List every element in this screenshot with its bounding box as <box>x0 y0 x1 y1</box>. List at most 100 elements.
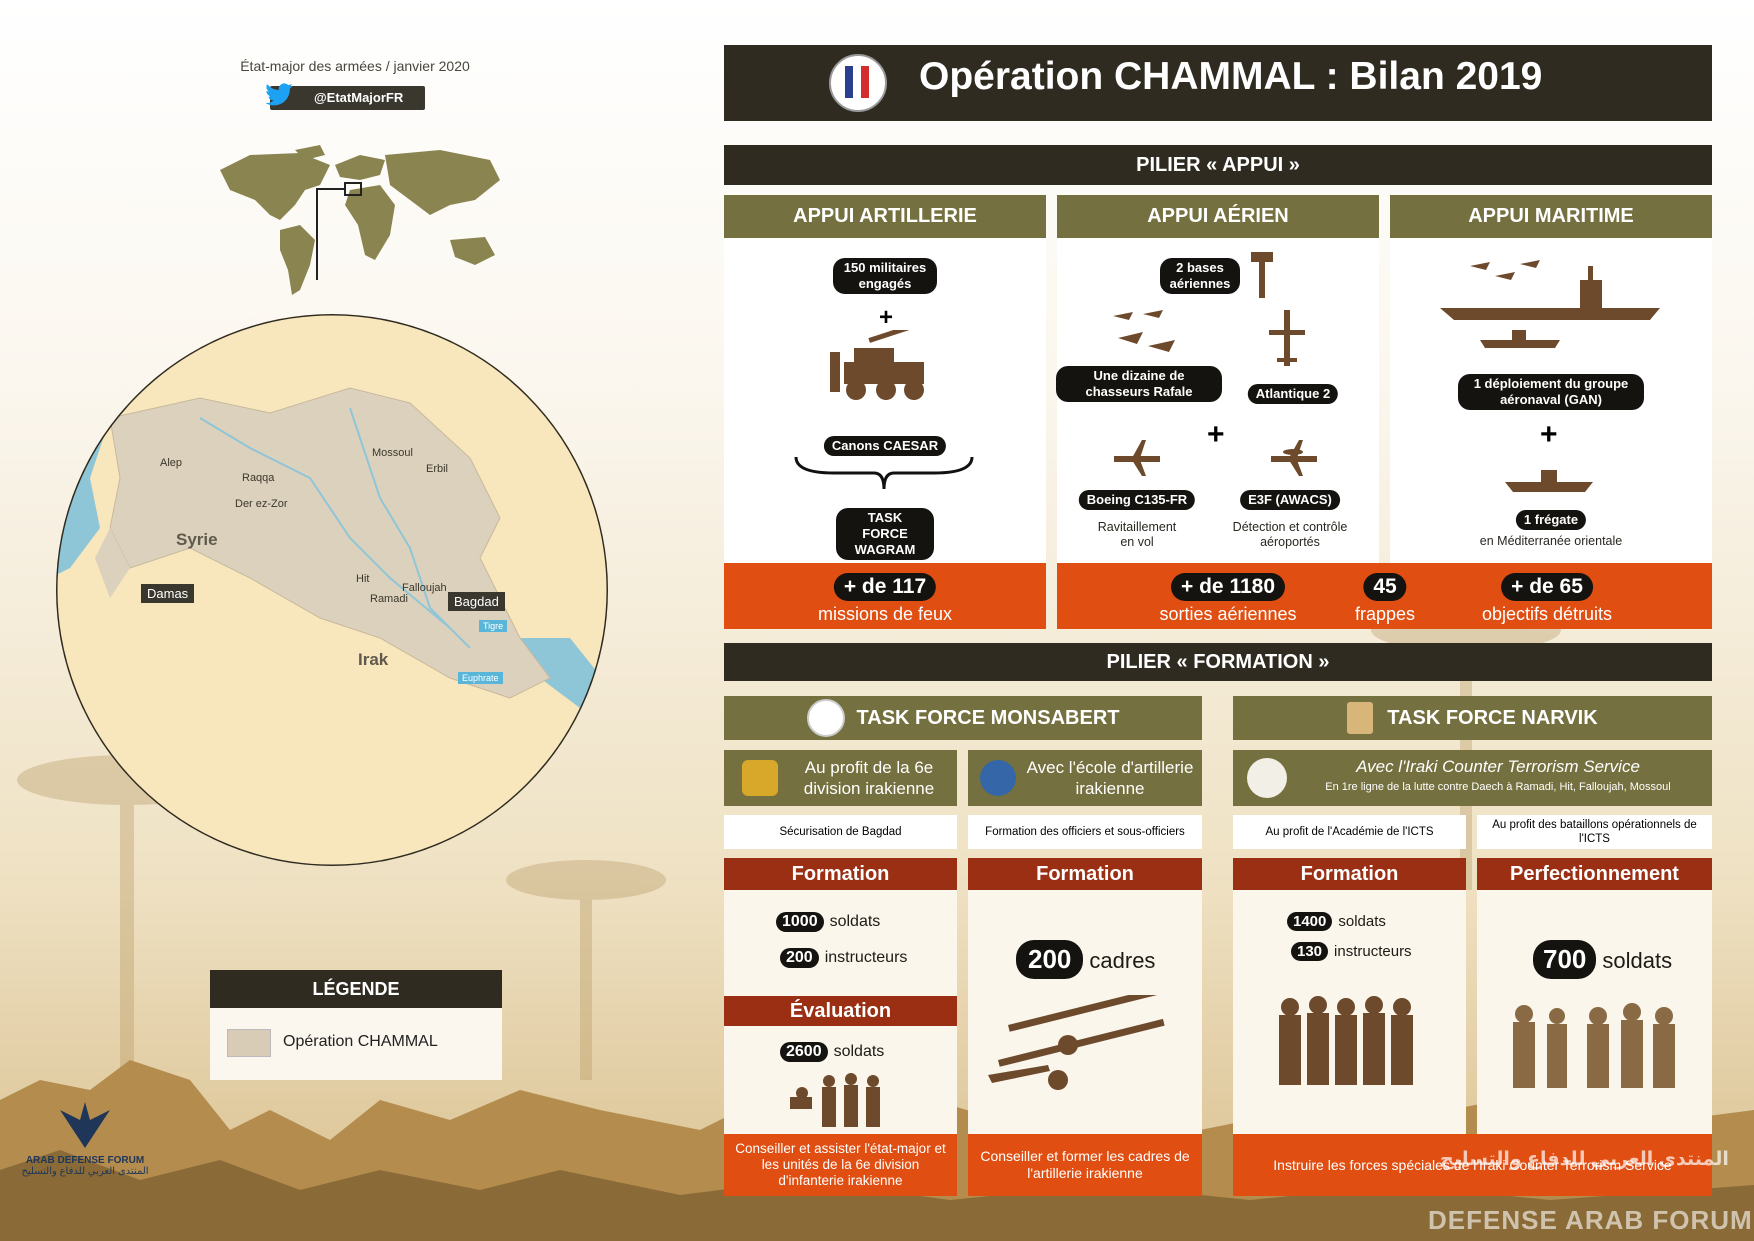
pilier-appui-title: PILIER « APPUI » <box>724 145 1712 185</box>
page-title: Opération CHAMMAL : Bilan 2019 <box>919 55 1543 98</box>
twitter-badge[interactable]: @EtatMajorFR <box>265 83 425 110</box>
emblem-icon <box>829 54 887 112</box>
perf-n: 700 <box>1533 940 1597 979</box>
aerien-stats: + de 1180 sorties aériennes 45 frappes +… <box>1057 563 1712 629</box>
operators-icon <box>1513 1003 1675 1088</box>
stat-sorties-label: sorties aériennes <box>1159 604 1297 624</box>
narvik-col1-head: Formation <box>1233 858 1466 890</box>
pilier-formation-title: PILIER « FORMATION » <box>724 643 1712 681</box>
city-damas: Damas <box>141 584 195 603</box>
pill-boeing: Boeing C135-FR <box>1078 490 1196 510</box>
twitter-handle[interactable]: @EtatMajorFR <box>314 90 404 105</box>
monsabert-col1-head: Formation <box>724 858 957 890</box>
boeing-icon <box>1114 440 1160 476</box>
artillery-guns-icon <box>988 995 1175 1090</box>
stat-frappes-label: frappes <box>1354 604 1416 624</box>
appui-aerien-panel: 2 bases aériennes Une dizaine de chasseu… <box>1056 238 1379 563</box>
awacs-icon <box>1271 440 1317 476</box>
city-der-ez-zor: Der ez-Zor <box>235 498 288 510</box>
forum-eagle-icon <box>60 1102 110 1148</box>
division-badge-icon <box>742 760 778 796</box>
watermark-bottom: DEFENSE ARAB FORUM <box>1428 1205 1753 1235</box>
narvik-desc1: Au profit de l'Académie de l'ICTS <box>1233 815 1466 849</box>
perf-l: soldats <box>1602 948 1673 973</box>
watermark-brand: ARAB DEFENSE FORUM <box>25 1155 145 1166</box>
river-tigre: Tigre <box>479 620 508 632</box>
appui-maritime-title: APPUI MARITIME <box>1390 195 1712 238</box>
tf-narvik-label: TASK FORCE NARVIK <box>1387 706 1598 729</box>
narvik-l2: instructeurs <box>1334 943 1412 960</box>
rafale-jets-icon <box>1113 310 1175 352</box>
tf-monsabert-label: TASK FORCE MONSABERT <box>856 706 1120 729</box>
river-euphrate: Euphrate <box>458 672 503 684</box>
plus-icon-maritime: + <box>1540 418 1558 451</box>
twitter-bird-icon <box>262 80 298 114</box>
pill-fregate: 1 frégate <box>1515 510 1587 530</box>
world-map <box>220 145 500 295</box>
city-ramadi: Ramadi <box>370 593 408 605</box>
monsabert-desc2: Formation des officiers et sous-officier… <box>968 815 1202 849</box>
pill-wagram: TASK FORCE WAGRAM <box>836 508 934 560</box>
boeing-desc: Ravitaillement en vol <box>1097 520 1177 549</box>
pill-militaires: 150 militaires engagés <box>833 258 937 294</box>
narvik-sub: Avec l'Iraki Counter Terrorism Service E… <box>1233 750 1712 806</box>
narvik-badge-icon <box>1347 702 1374 734</box>
watermark-arabic: المنتدى العربي للدفاع والتسليح <box>1440 1149 1729 1170</box>
appui-maritime-panel: 1 déploiement du groupe aéronaval (GAN) … <box>1390 238 1712 563</box>
stat-missions-value: + de 117 <box>833 573 937 601</box>
appui-aerien-title: APPUI AÉRIEN <box>1057 195 1379 238</box>
monsabert-l1: soldats <box>829 913 881 930</box>
monsabert-l2: instructeurs <box>824 949 908 966</box>
monsabert-sub1-text: Au profit de la 6e division irakienne <box>803 758 935 798</box>
city-raqqa: Raqqa <box>242 472 275 484</box>
legend-box: Opération CHAMMAL <box>210 1008 502 1080</box>
plus-icon-aerien: + <box>1207 418 1225 451</box>
pill-gan: 1 déploiement du groupe aéronaval (GAN) <box>1458 374 1644 410</box>
narvik-footer: Instruire les forces spéciales de l'Irak… <box>1233 1134 1712 1196</box>
tf-narvik-title: TASK FORCE NARVIK <box>1233 696 1712 740</box>
pill-atlantique: Atlantique 2 <box>1247 384 1339 404</box>
cadres-l: cadres <box>1089 948 1156 973</box>
source-text: État-major des armées / janvier 2020 <box>240 58 470 74</box>
country-syrie: Syrie <box>176 530 218 549</box>
monsabert-sub2-text: Avec l'école d'artillerie irakienne <box>1026 758 1194 798</box>
narvik-col2-head: Perfectionnement <box>1477 858 1712 890</box>
stat-objectifs-label: objectifs détruits <box>1481 604 1613 624</box>
legend-title: LÉGENDE <box>210 970 502 1008</box>
pill-caesar: Canons CAESAR <box>823 436 947 456</box>
monsabert-col2-head: Formation <box>968 858 1202 890</box>
fregate-icon <box>1505 470 1593 492</box>
narvik-n1: 1400 <box>1287 912 1333 931</box>
plus-icon: + <box>879 304 894 331</box>
control-tower-icon <box>1251 252 1273 298</box>
city-hit: Hit <box>356 573 370 585</box>
monsabert-badge-icon <box>806 699 845 737</box>
eval-l: soldats <box>833 1043 885 1060</box>
monsabert-desc1: Sécurisation de Bagdad <box>724 815 957 849</box>
narvik-sub-small: En 1re ligne de la lutte contre Daech à … <box>1325 781 1671 793</box>
monsabert-col2-footer: Conseiller et former les cadres de l'art… <box>968 1134 1202 1196</box>
appui-artillerie-title: APPUI ARTILLERIE <box>724 195 1046 238</box>
narvik-n2: 130 <box>1291 942 1329 961</box>
icts-badge-icon <box>1247 758 1287 798</box>
monsabert-sub2: Avec l'école d'artillerie irakienne <box>968 750 1202 806</box>
city-alep: Alep <box>160 457 183 469</box>
monsabert-n1: 1000 <box>776 912 824 932</box>
artillery-school-badge-icon <box>980 760 1016 796</box>
caesar-cannon-icon <box>830 330 944 400</box>
soldiers-icon <box>790 1073 880 1127</box>
monsabert-col1-footer: Conseiller et assister l'état-major et l… <box>724 1134 957 1196</box>
stat-missions-label: missions de feux <box>817 604 953 624</box>
legend-item: Opération CHAMMAL <box>283 1033 438 1050</box>
atlantique-plane-icon <box>1269 310 1305 366</box>
eval-n: 2600 <box>780 1042 828 1062</box>
monsabert-eval-body: 2600 soldats <box>724 1026 957 1134</box>
country-irak: Irak <box>358 650 389 669</box>
pill-e3f: E3F (AWACS) <box>1240 490 1340 510</box>
pill-bases: 2 bases aériennes <box>1160 258 1240 294</box>
monsabert-sub1: Au profit de la 6e division irakienne <box>724 750 957 806</box>
tf-monsabert-title: TASK FORCE MONSABERT <box>724 696 1202 740</box>
